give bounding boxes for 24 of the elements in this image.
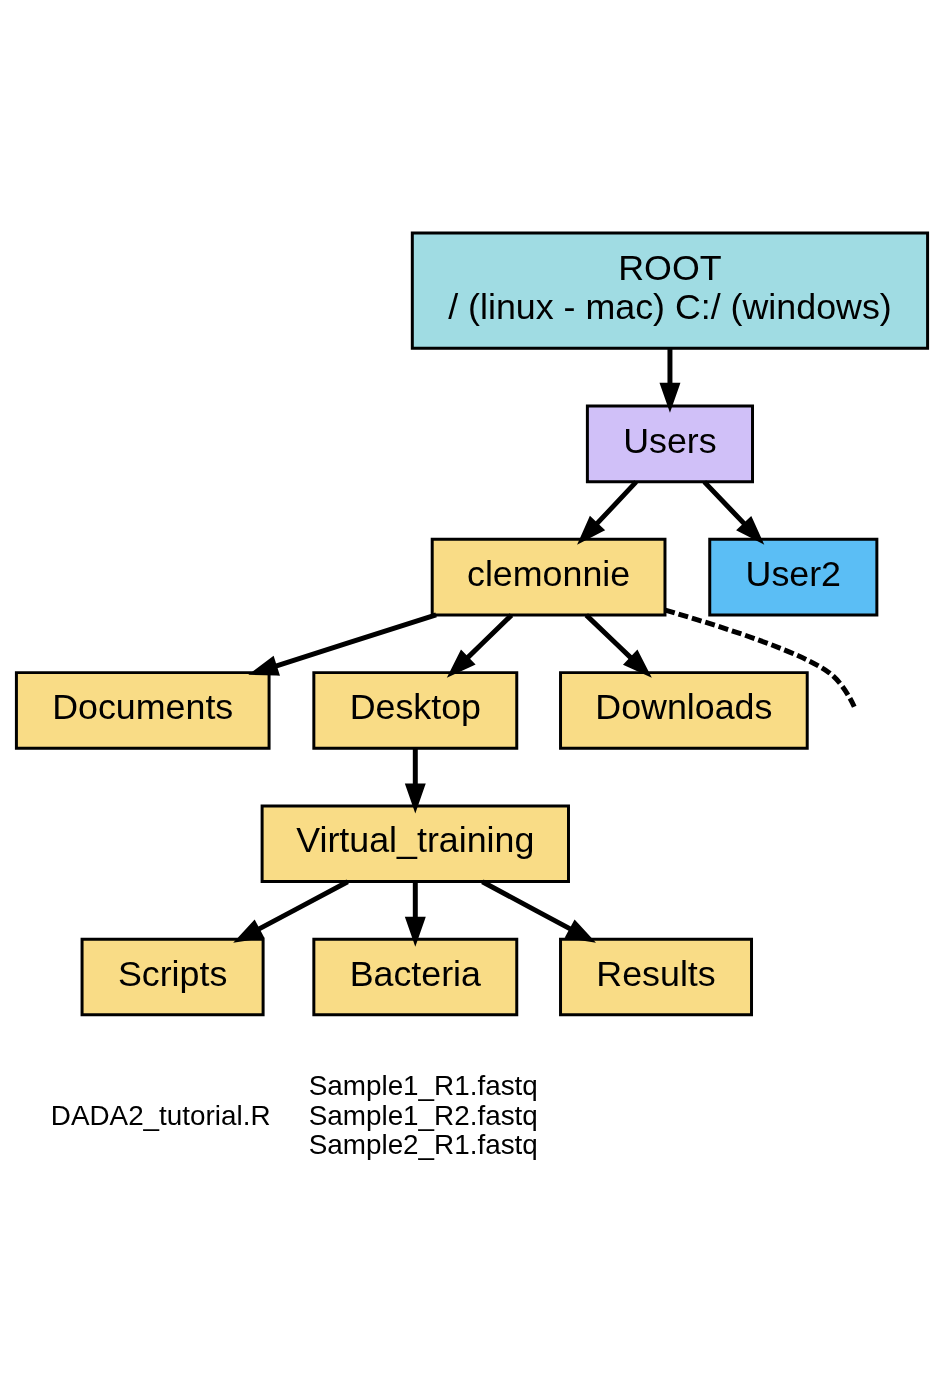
node-box: Users bbox=[585, 404, 754, 484]
node-box: Results bbox=[559, 937, 753, 1017]
arrow bbox=[577, 480, 638, 545]
node-label: DADA2_tutorial.R bbox=[50, 1099, 271, 1131]
node-box: Documents bbox=[14, 671, 271, 750]
node-box: Desktop bbox=[312, 671, 519, 750]
node-box: ROOT / (linux - mac) C:/ (windows) bbox=[410, 231, 930, 350]
node-box: clemonnie bbox=[430, 537, 667, 617]
node-box: Scripts bbox=[80, 937, 265, 1017]
arrow bbox=[702, 480, 765, 545]
arrow bbox=[404, 748, 426, 814]
arrow bbox=[233, 879, 349, 943]
arrow bbox=[481, 879, 596, 943]
node-box: User2 bbox=[708, 537, 879, 617]
arrow bbox=[584, 613, 652, 678]
arrow bbox=[404, 881, 426, 947]
node-label: Sample1_R1.fastq bbox=[308, 1069, 538, 1101]
arrow bbox=[446, 613, 514, 678]
node-box: Virtual_training bbox=[260, 804, 570, 883]
connector bbox=[664, 607, 857, 708]
node-box: Bacteria bbox=[312, 937, 519, 1017]
arrow bbox=[659, 349, 681, 413]
node-box: Downloads bbox=[559, 671, 809, 750]
arrow bbox=[248, 612, 437, 676]
